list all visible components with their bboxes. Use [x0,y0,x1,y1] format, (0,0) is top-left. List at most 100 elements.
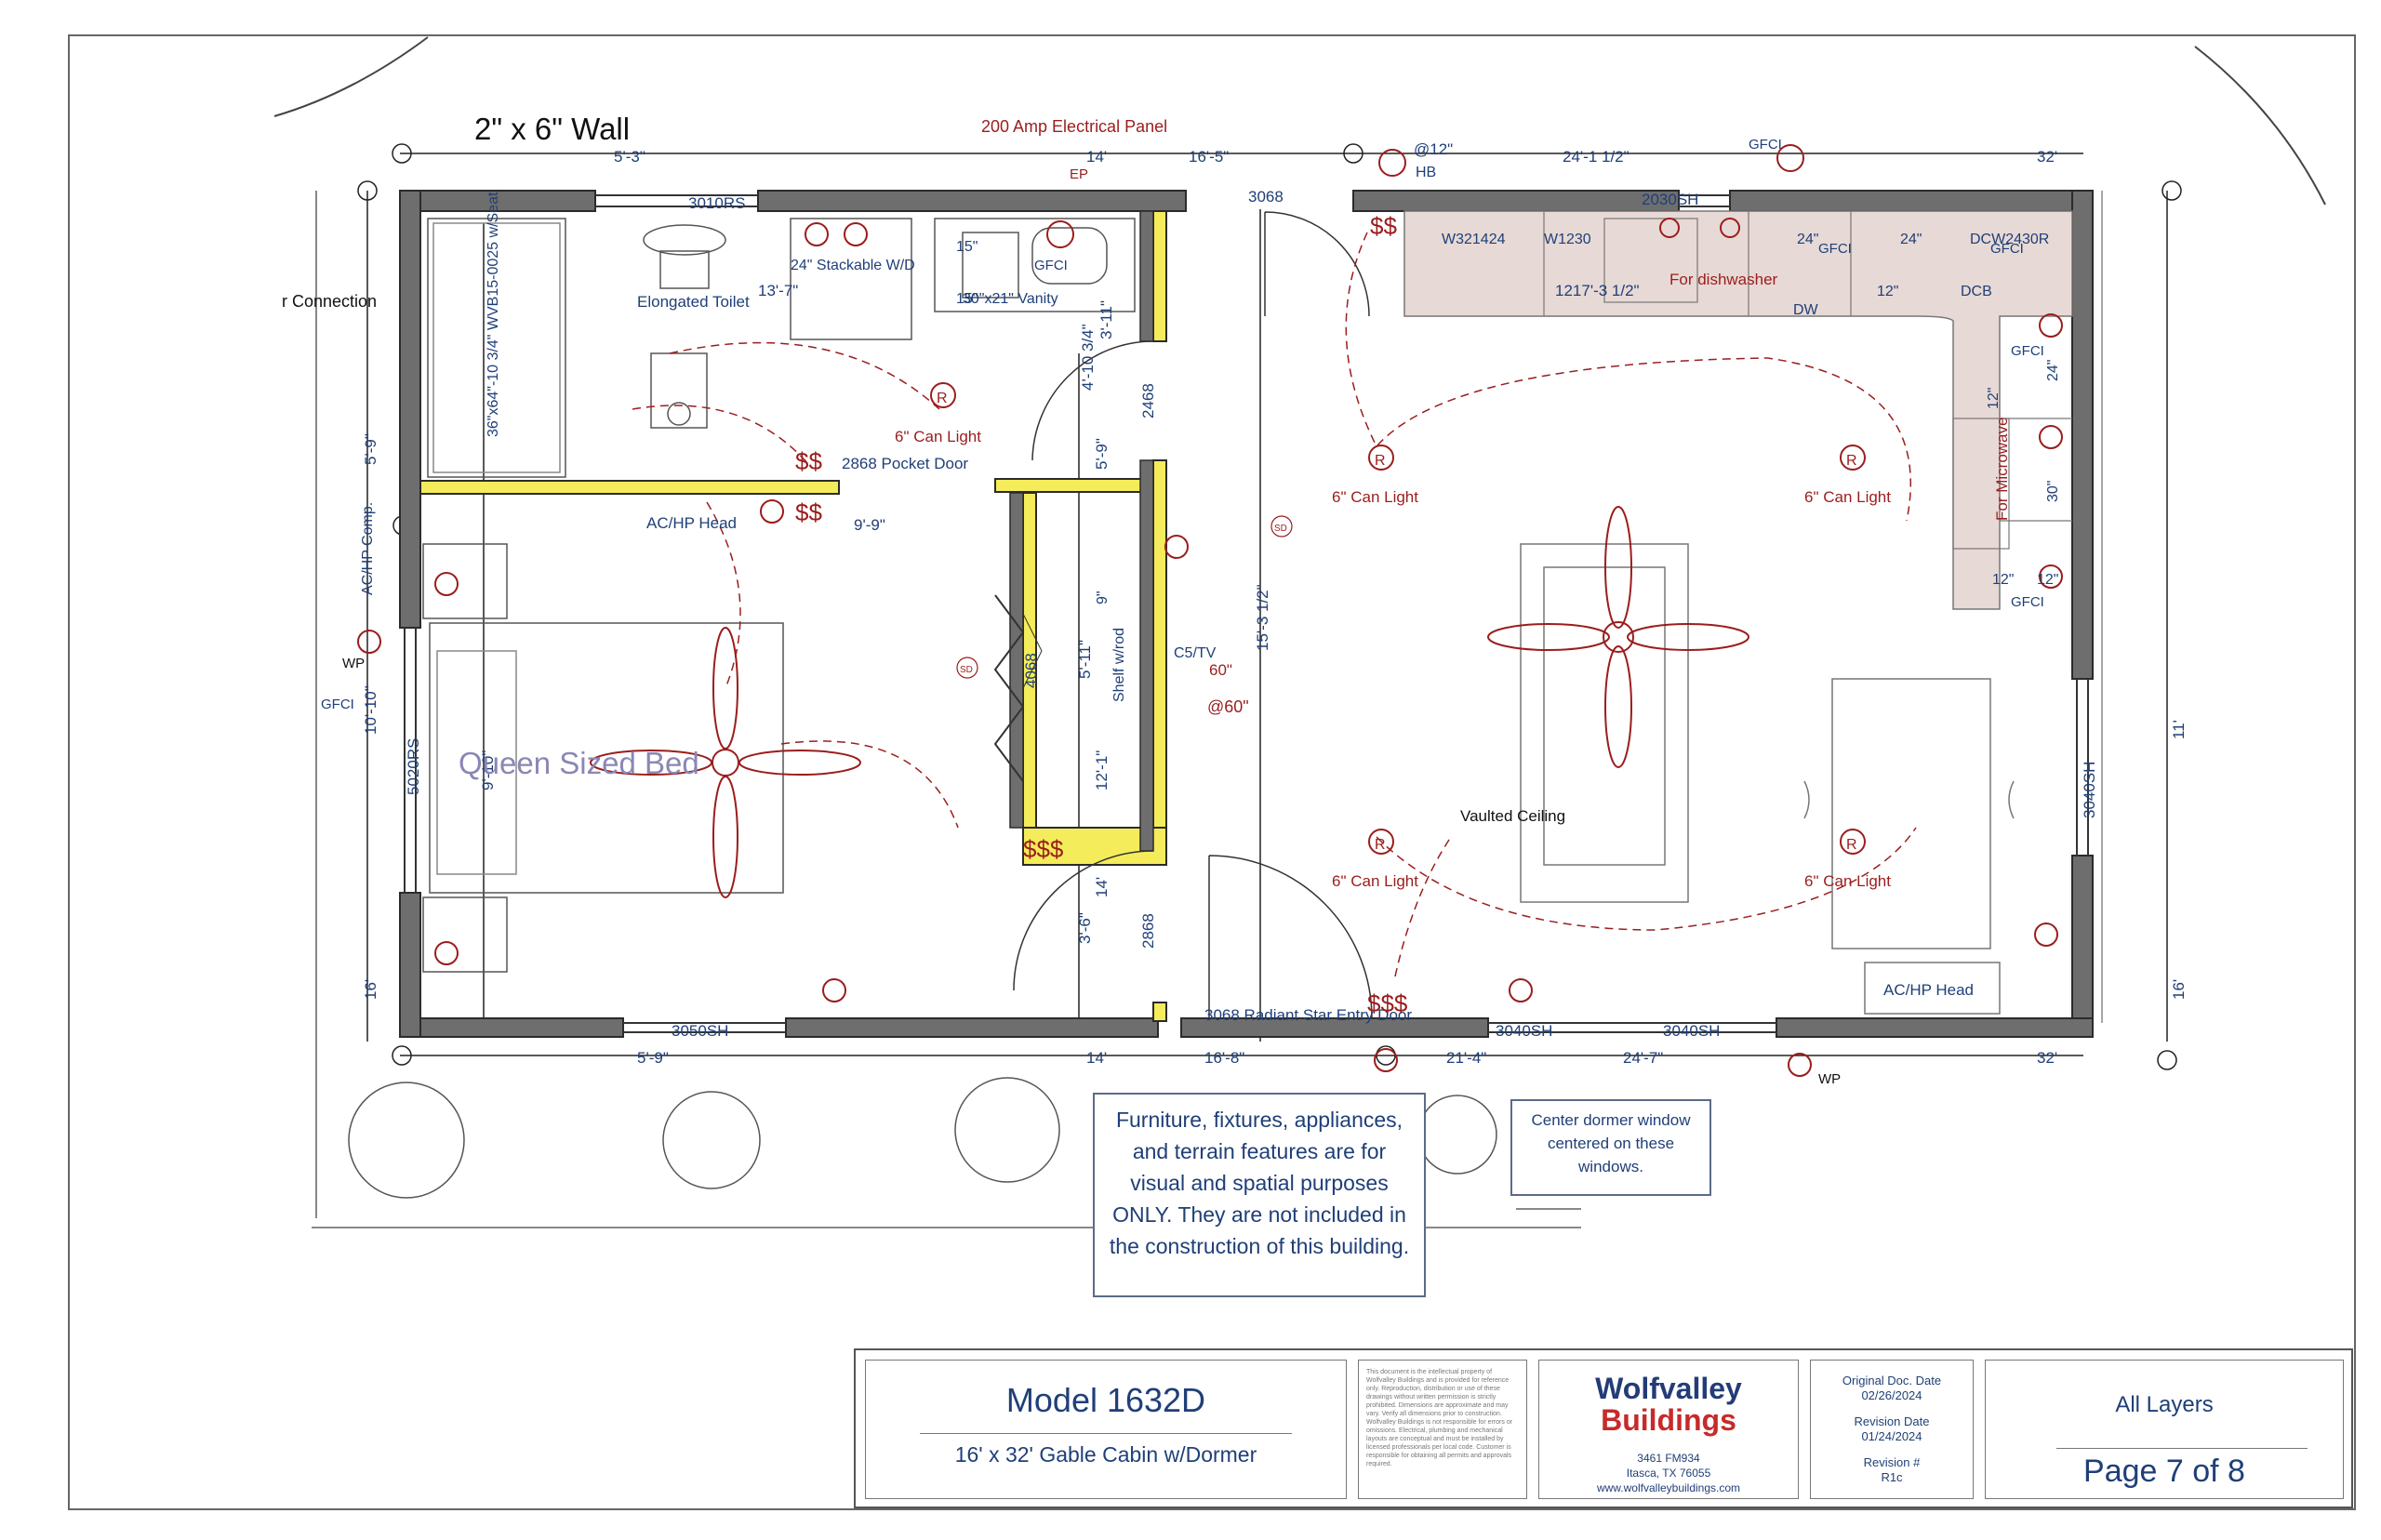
bed-label: Queen Sized Bed [459,746,699,780]
living-furniture [1520,543,2015,1015]
ac-head-right: AC/HP Head [1883,981,1974,999]
cabinet-dcb: DCB [1961,284,1992,299]
tv-mount-height: @60" [1207,697,1249,716]
dim-interior-10: 9'-10" [479,750,497,790]
can-lights [930,382,1866,855]
window-3010rs: 3010RS [688,194,745,212]
shower-label: 36"x64"-10 3/4" WVB15-0025 w/Seat [486,192,501,437]
furniture-disclaimer: Furniture, fixtures, appliances, and ter… [1093,1093,1426,1297]
queen-bed [422,543,784,973]
dim-bottom-6: 32' [2037,1049,2057,1067]
vanity-dim-2: 15" [956,291,978,307]
gfci-top: GFCI [1749,137,1782,153]
cabinet-12-b: 12" [1986,388,2002,409]
dim-interior-9: 3'-6" [1076,912,1094,944]
dim-interior-5: 9'-9" [854,516,885,534]
outlets [357,144,2063,1077]
cabinet-30: 30" [2045,481,2061,502]
ac-comp-label: AC/HP Comp. [360,502,376,595]
door-2868: 2868 [1139,913,1157,949]
cabinet-12-d: 12" [2037,572,2058,588]
tv-height: 60" [1209,661,1232,679]
switch-bedroom: $$ [795,498,822,526]
kitchen-cabinet-lines [1543,211,2072,550]
r-3: R [1375,837,1386,853]
door-pocket: 2868 Pocket Door [842,455,968,472]
dim-interior-1: 13'-7" [758,282,798,299]
company-logo-line1: Wolfvalley [1595,1372,1742,1405]
wp-bottom: WP [1818,1071,1841,1087]
can-light-2: 6" Can Light [1804,488,1891,506]
cabinet-24-c: 24" [2045,360,2061,381]
dim-side-2: 10'-10" [362,685,379,735]
terrain-arc [273,36,429,117]
microwave-note: For Microwave [1993,418,2011,521]
interior-wall-caps [1009,210,1154,852]
closet-shelf-label: Shelf w/rod [1111,628,1127,702]
model-title: Model 1632D [1005,1381,1206,1419]
rev-date-label: Revision Date [1854,1414,1930,1428]
dormer-note-text: Center dormer window centered on these w… [1531,1111,1691,1175]
switch-closet: $$$ [1023,835,1064,863]
r-1: R [1375,453,1386,469]
closet-depth-label: 9" [1095,591,1111,604]
dw-label: DW [1793,302,1819,318]
r-bath: R [937,391,948,406]
cabinet-12-a: 12" [1877,284,1898,299]
dim-interior-6: 5'-11" [1076,640,1094,679]
orig-date: 02/26/2024 [1861,1388,1922,1402]
bath-fixtures [427,218,1136,478]
window-3040sh-bottom-right: 3040SH [1663,1022,1720,1040]
company-address2: Itasca, TX 76055 [1626,1467,1711,1480]
washer-label: 24" Stackable W/D [791,258,915,273]
can-light-1: 6" Can Light [1332,488,1418,506]
wp-left: WP [342,656,365,671]
lighting-circuits [632,232,1917,977]
r-4: R [1846,837,1857,853]
door-4068: 4068 [1022,653,1040,688]
layers-label: All Layers [2115,1392,2214,1417]
switch-entry: $$$ [1367,989,1408,1017]
hood-height: @12" [1414,140,1453,158]
dim-interior-3: 3'-11" [1097,300,1115,339]
dim-bottom-3: 16'-8" [1204,1049,1244,1067]
dim-bottom-5: 24'-7" [1623,1049,1663,1067]
door-2468: 2468 [1139,383,1157,418]
dim-interior-7: 12'-1" [1093,750,1111,790]
ac-head-left: AC/HP Head [646,514,737,532]
toilet-label: Elongated Toilet [637,293,750,311]
page-panel: All Layers Page 7 of 8 [1985,1360,2344,1499]
tv-label: C5/TV [1174,645,1217,661]
model-divider [920,1433,1292,1434]
gfci-kitchen-2: GFCI [1990,241,2024,257]
vaulted-ceiling-label: Vaulted Ceiling [1460,807,1565,825]
cabinet-24-a: 24" [1797,232,1818,247]
dim-side-1: 5'-9" [362,433,379,465]
dim-side-3: 16' [362,979,379,1000]
connection-label: r Connection [282,292,377,311]
vanity-dim-1: 15" [956,239,978,255]
window-2030sh: 2030SH [1642,191,1698,208]
company-panel: Wolfvalley Buildings 3461 FM934 Itasca, … [1538,1360,1799,1499]
cabinet-w1230: W1230 [1544,232,1591,247]
wall-type-label: 2" x 6" Wall [474,112,630,146]
dim-bottom-1: 5'-9" [637,1049,669,1067]
dim-top-1: 5'-3" [614,148,645,166]
switch-bath: $$ [795,447,822,475]
dim-side-4: 11' [2170,720,2188,739]
dim-bottom-2: 14' [1086,1049,1107,1067]
rev-date: 01/24/2024 [1861,1429,1922,1443]
terrain-arc [2194,46,2326,206]
dim-interior-11: 1217'-3 1/2" [1555,282,1640,299]
title-block: Model 1632D 16' x 32' Gable Cabin w/Dorm… [854,1348,2353,1508]
orig-date-label: Original Doc. Date [1842,1374,1942,1387]
model-description: 16' x 32' Gable Cabin w/Dormer [954,1442,1257,1467]
window-5020rs: 5020RS [405,738,422,795]
dishwasher-note: For dishwasher [1669,271,1778,288]
kitchen-counters [1403,210,2073,610]
vanity-label: 30"x21" Vanity [963,291,1058,307]
dim-top-5: 32' [2037,148,2057,166]
door-3068-top: 3068 [1248,188,1284,206]
dim-top-4: 24'-1 1/2" [1563,148,1629,166]
